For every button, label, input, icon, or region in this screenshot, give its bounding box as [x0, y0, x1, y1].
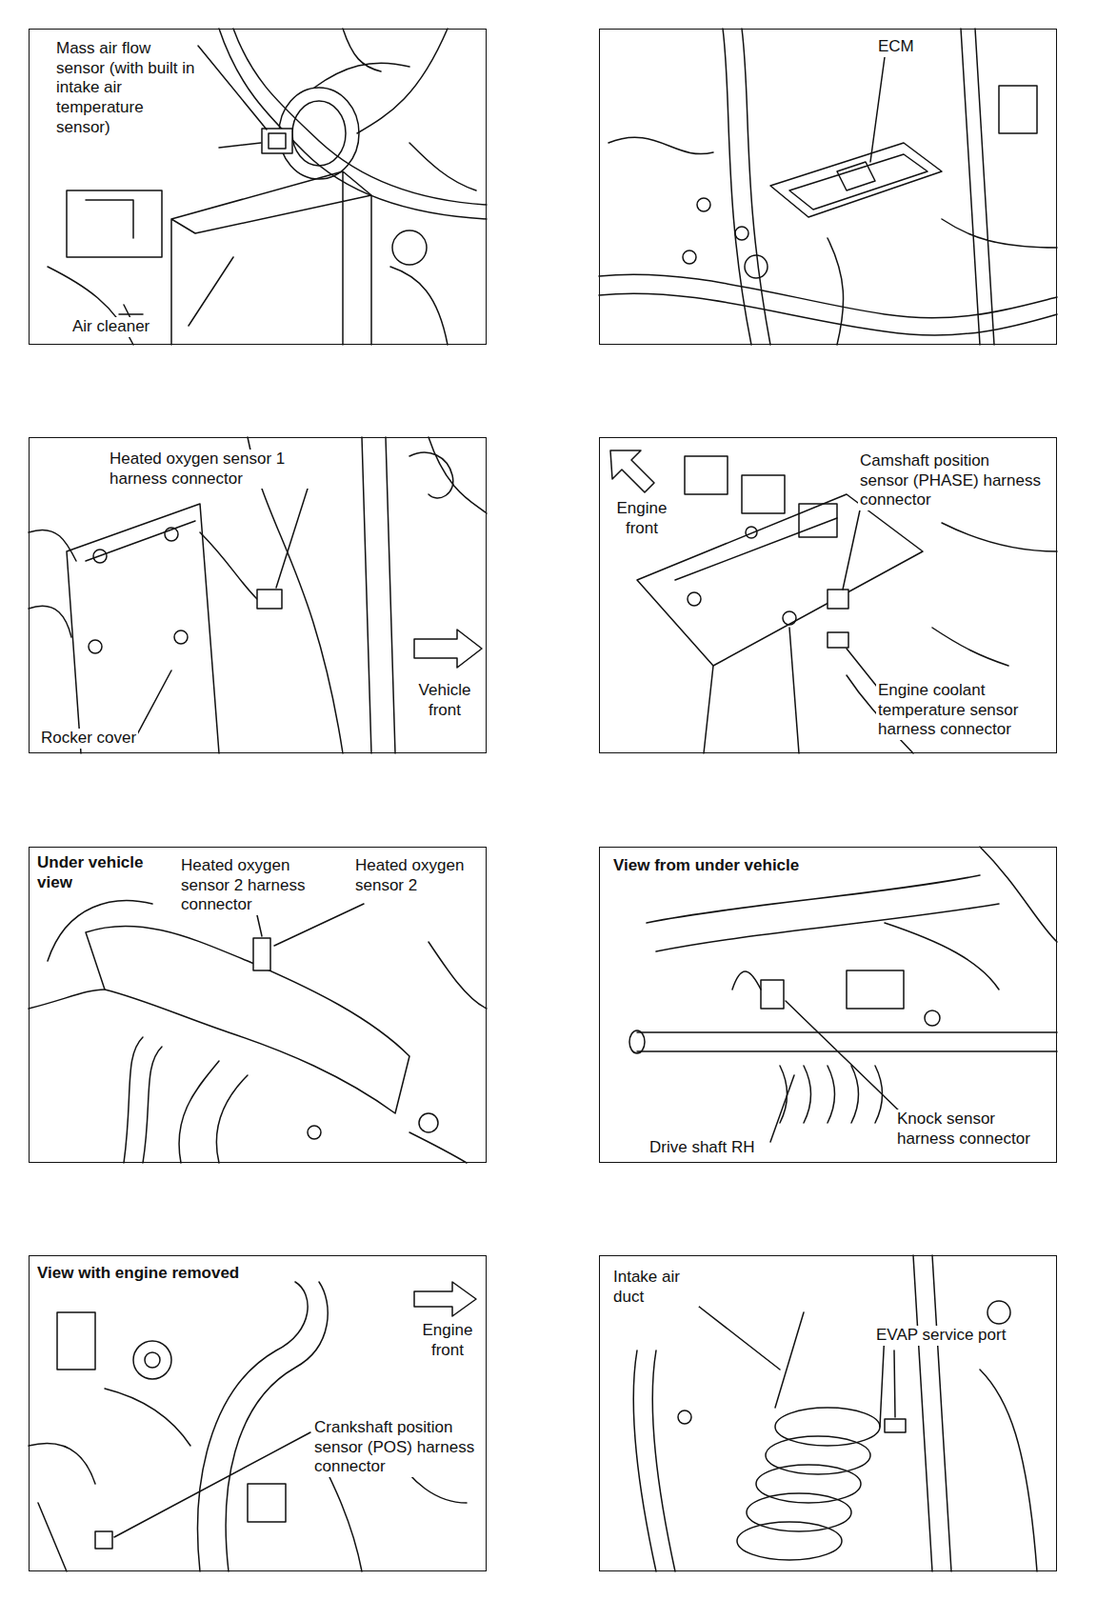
part-label: Rocker cover: [39, 728, 139, 749]
view-heading: Under vehicle view: [35, 853, 169, 893]
illustration-panel: Intake air ductEVAP service port: [598, 1255, 1058, 1572]
part-label: EVAP service port: [874, 1325, 1008, 1346]
knock-illustration: [629, 846, 1058, 1142]
illustration-panel: Heated oxygen sensor 1 harness connector…: [28, 437, 487, 754]
ecm-illustration: [598, 28, 1058, 345]
part-label: Drive shaft RH: [647, 1137, 758, 1158]
part-label: Engine coolant temperature sensor harnes…: [876, 680, 1050, 740]
illustration-panel: Mass air flow sensor (with built in inta…: [28, 28, 487, 345]
part-label: Intake air duct: [611, 1267, 699, 1307]
part-label: Mass air flow sensor (with built in inta…: [54, 39, 198, 139]
part-label: ECM: [876, 37, 917, 58]
part-label: Heated oxygen sensor 2 harness connector: [179, 856, 334, 916]
view-heading: View with engine removed: [35, 1263, 241, 1284]
ho2s2-illustration: [28, 900, 487, 1163]
part-label: Heated oxygen sensor 2: [353, 856, 482, 896]
maf-illustration: [47, 28, 487, 345]
ho2s1-illustration: [28, 437, 487, 754]
illustration-panel: Under vehicle viewHeated oxygen sensor 2…: [28, 846, 487, 1163]
view-heading: View from under vehicle: [611, 856, 801, 877]
part-label: Camshaft position sensor (PHASE) harness…: [857, 451, 1044, 511]
part-label: Crankshaft position sensor (POS) harness…: [312, 1417, 482, 1477]
part-label: Air cleaner: [70, 317, 152, 338]
part-label: Knock sensor harness connector: [895, 1109, 1053, 1149]
part-label: Vehicle front: [407, 680, 482, 720]
illustration-panel: View from under vehicleKnock sensor harn…: [598, 846, 1058, 1163]
illustration-panel: Engine front Camshaft position sensor (PH…: [598, 437, 1058, 754]
illustration-panel: ECM: [598, 28, 1058, 345]
part-label: Engine front: [413, 1320, 482, 1360]
cmp-ect-illustration: [610, 450, 1058, 754]
part-label: Engine front: [607, 498, 677, 539]
illustration-panel: View with engine removedEngine frontCran…: [28, 1255, 487, 1572]
part-label: Heated oxygen sensor 1 harness connector: [107, 449, 337, 489]
